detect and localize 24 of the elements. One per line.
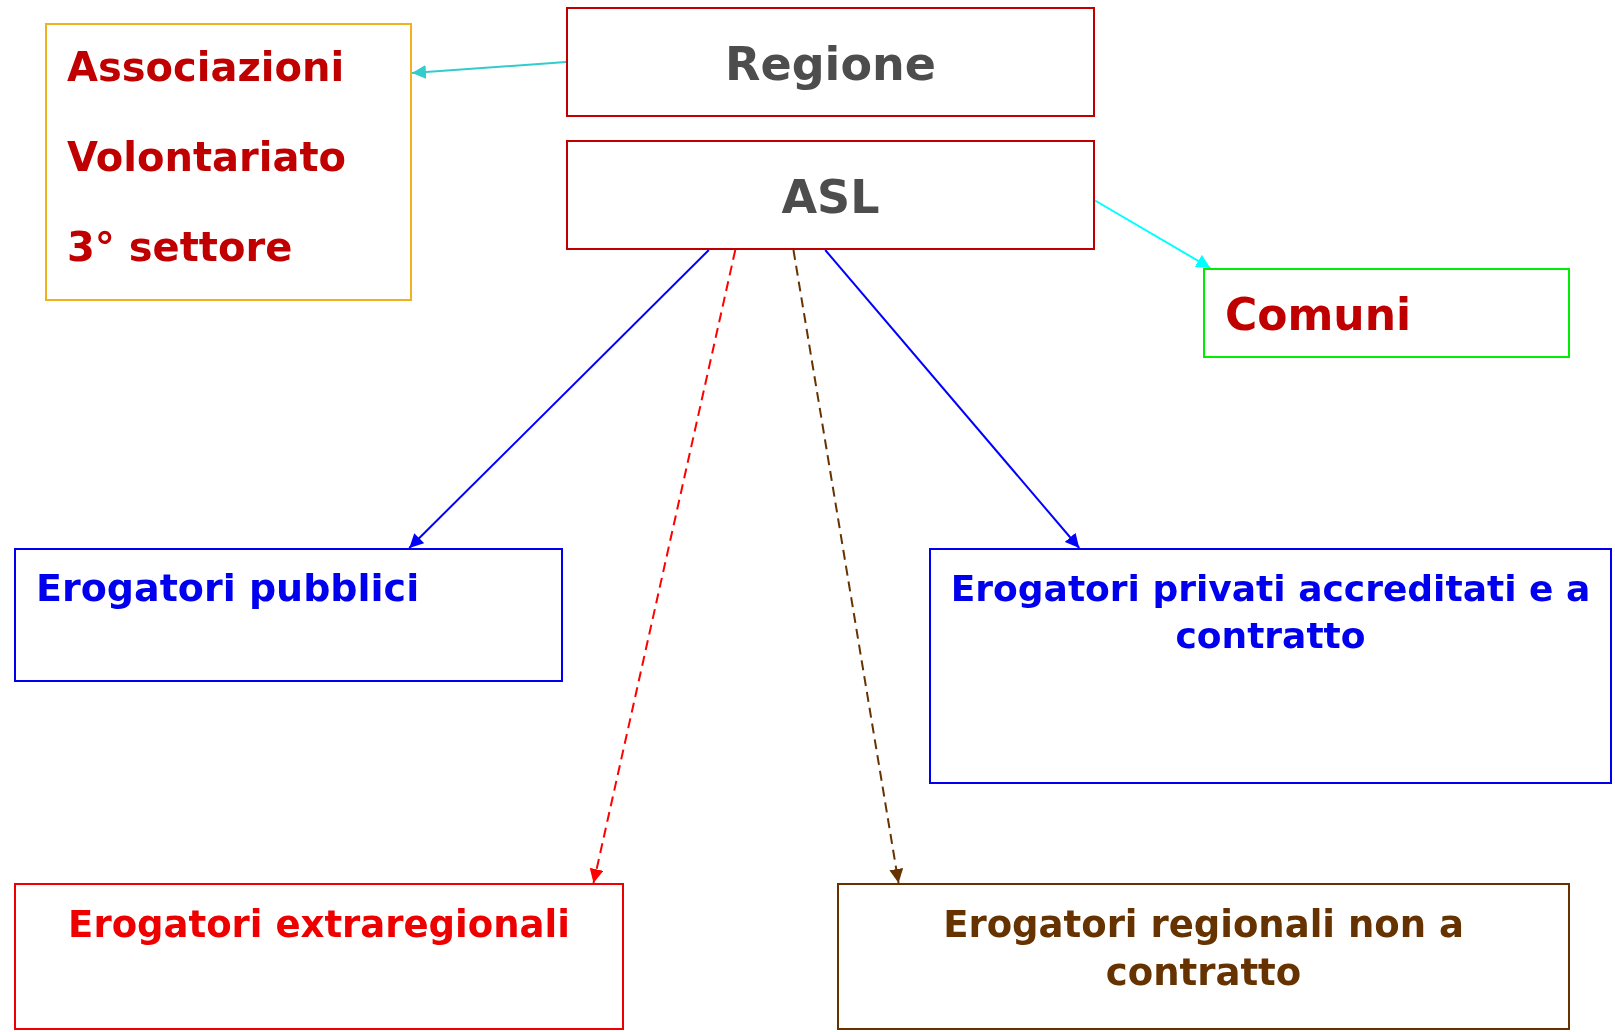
node-label: Erogatori regionali non a contratto [942,902,1465,997]
arrow [824,249,1081,549]
node-label: Volontariato [67,133,348,182]
node-label: Comuni [1225,288,1413,342]
arrow [792,249,904,884]
node-label: Associazioni [67,43,346,92]
node-label: Erogatori extraregionali [67,902,571,948]
arrow [411,61,567,79]
provider-box [14,883,624,1030]
organization-box [566,140,1095,250]
node-label: Regione [724,36,937,93]
organization-box [1203,268,1570,358]
provider-box [14,548,563,682]
organization-box [566,7,1095,117]
provider-box [837,883,1570,1030]
provider-box [929,548,1612,784]
node-label: ASL [780,169,881,226]
organization-box [45,23,412,301]
arrow [589,249,737,884]
arrow [408,249,710,549]
arrow [1094,199,1212,269]
node-label: Erogatori pubblici [36,565,421,612]
node-label: 3° settore [67,223,294,272]
node-label: Erogatori privati accreditati e a contratto [949,567,1592,658]
